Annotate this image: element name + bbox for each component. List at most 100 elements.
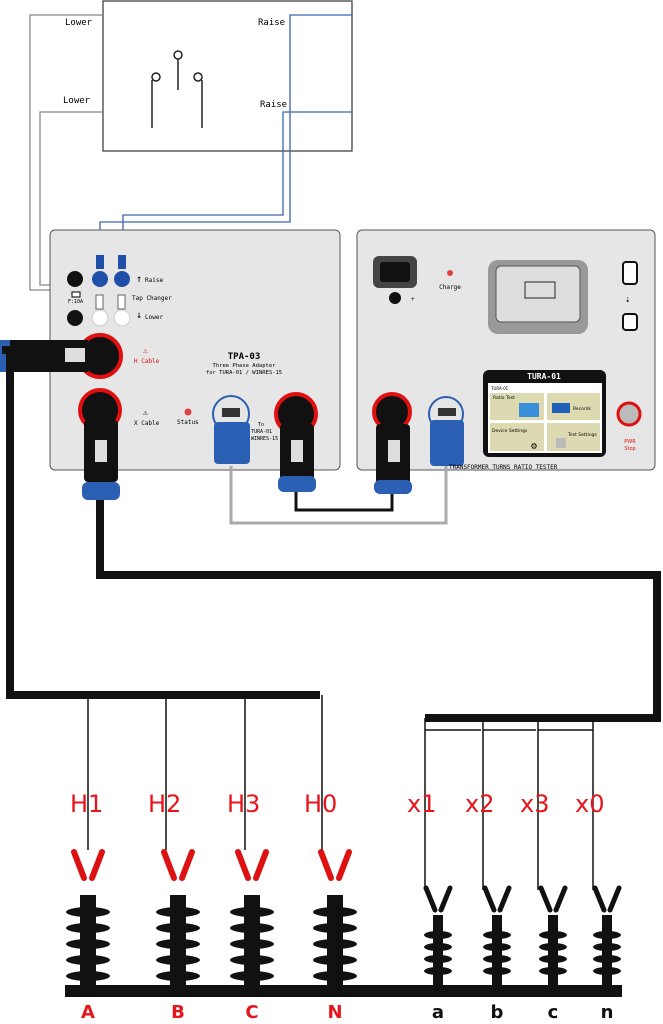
- x-cable: [96, 500, 661, 722]
- hv-label: H2: [148, 790, 181, 818]
- jack-lower[interactable]: [113, 309, 131, 327]
- jack-raise[interactable]: [114, 271, 130, 287]
- tile-device-settings[interactable]: [490, 423, 544, 451]
- hv-label: H1: [70, 790, 103, 818]
- label-status: Status: [177, 419, 199, 426]
- jack-black[interactable]: [67, 271, 83, 287]
- bushing-shed: [539, 955, 567, 963]
- label-lower: Lower: [145, 314, 163, 321]
- test-settings-icon: [556, 438, 566, 448]
- bushing-shed: [313, 923, 357, 933]
- label-h-cable: H Cable: [134, 358, 160, 365]
- bushing-shed: [66, 939, 110, 949]
- screen-header: TURA-01: [490, 386, 509, 391]
- jack-lower[interactable]: [91, 309, 109, 327]
- jack-raise[interactable]: [92, 271, 108, 287]
- tile-test-settings[interactable]: [547, 423, 600, 451]
- records-icon: [552, 403, 570, 413]
- ratio-test-icon: [519, 403, 539, 417]
- warning-icon: ⚠: [143, 346, 148, 355]
- bushing-shed: [230, 971, 274, 981]
- bushing-shed: [230, 939, 274, 949]
- bushing-shed: [424, 943, 452, 951]
- bushing-shed: [424, 955, 452, 963]
- usb-port[interactable]: [622, 313, 638, 331]
- label-plus: +: [411, 296, 415, 303]
- bushing-shed: [66, 955, 110, 965]
- label-lower-top: Lower: [65, 18, 93, 28]
- bushing-shed: [230, 955, 274, 965]
- alligator-clip-icon[interactable]: [161, 849, 195, 881]
- alligator-clip-icon[interactable]: [482, 885, 512, 913]
- alligator-clip-icon[interactable]: [592, 885, 622, 913]
- bushing-shed: [424, 967, 452, 975]
- bushing-shed: [593, 943, 621, 951]
- label-x-cable: X Cable: [134, 420, 160, 427]
- lv-terminal: a: [432, 1002, 444, 1023]
- db9-connector[interactable]: [214, 422, 250, 464]
- alligator-clip-icon[interactable]: [423, 885, 453, 913]
- pwr-label: PWR: [624, 439, 636, 445]
- lv-label: x2: [465, 790, 494, 818]
- h-cable: [2, 346, 320, 699]
- serial-cable: [229, 466, 448, 525]
- charge-led: [447, 270, 453, 276]
- tpa-03-panel: ↓ ↑ ⚠ ⚠: [0, 229, 341, 500]
- bushing-shed: [483, 931, 511, 939]
- label-raise-top: Raise: [258, 18, 285, 28]
- alligator-clip-icon[interactable]: [538, 885, 568, 913]
- label-raise: Raise: [145, 277, 163, 284]
- bushing-shed: [230, 907, 274, 917]
- tile-test-label: Test Settings: [567, 432, 597, 438]
- bushing-shed: [66, 923, 110, 933]
- bushing-shed: [593, 955, 621, 963]
- bushing-shed: [156, 955, 200, 965]
- lv-label: x0: [575, 790, 604, 818]
- label-raise-bottom: Raise: [260, 100, 287, 110]
- tpa-subtitle-1: Three Phase Adapter: [213, 363, 277, 369]
- lv-label: x1: [407, 790, 436, 818]
- usb-icon: ⇣: [625, 295, 630, 305]
- label-charge: Charge: [439, 284, 461, 291]
- to-label-2: TURA-01: [251, 429, 272, 435]
- usb-port[interactable]: [622, 261, 638, 285]
- bushing-shed: [313, 971, 357, 981]
- alligator-clip-icon[interactable]: [235, 849, 269, 881]
- warning-icon: ⚠: [143, 408, 148, 417]
- bushing-shed: [66, 971, 110, 981]
- bushing-shed: [156, 939, 200, 949]
- arrow-down-icon: ↓: [136, 310, 142, 321]
- tile-device-label: Device Settings: [492, 428, 528, 434]
- bushing-shed: [156, 907, 200, 917]
- jack-black[interactable]: [67, 310, 83, 326]
- hv-label: H0: [304, 790, 337, 818]
- alligator-clip-icon[interactable]: [71, 849, 105, 881]
- bushing-shed: [483, 955, 511, 963]
- bushing-shed: [313, 939, 357, 949]
- bushing-shed: [593, 967, 621, 975]
- lv-terminal: c: [548, 1002, 559, 1023]
- link-cable: [294, 492, 394, 512]
- tura-01-panel: ⇣ ⚙: [356, 229, 656, 494]
- tile-ratio-test-label: Ratio Test: [493, 395, 515, 401]
- bushing-shed: [156, 923, 200, 933]
- tap-switch-box: [102, 0, 353, 152]
- bushing-shed: [539, 943, 567, 951]
- bushing-shed: [230, 923, 274, 933]
- tura-footer: TRANSFORMER TURNS RATIO TESTER: [449, 464, 558, 471]
- pwr-stop-button[interactable]: [616, 401, 642, 427]
- bushing-shed: [66, 907, 110, 917]
- bushing-shed: [483, 943, 511, 951]
- alligator-clip-icon[interactable]: [318, 849, 352, 881]
- lv-terminal: b: [491, 1002, 504, 1023]
- lv-terminal: n: [601, 1002, 614, 1023]
- stop-label: Stop: [624, 446, 635, 452]
- hv-terminal: A: [81, 1002, 95, 1023]
- bushing-shed: [539, 931, 567, 939]
- arrow-up-icon: ↑: [136, 274, 142, 285]
- label-fuse: F:10A: [68, 299, 83, 305]
